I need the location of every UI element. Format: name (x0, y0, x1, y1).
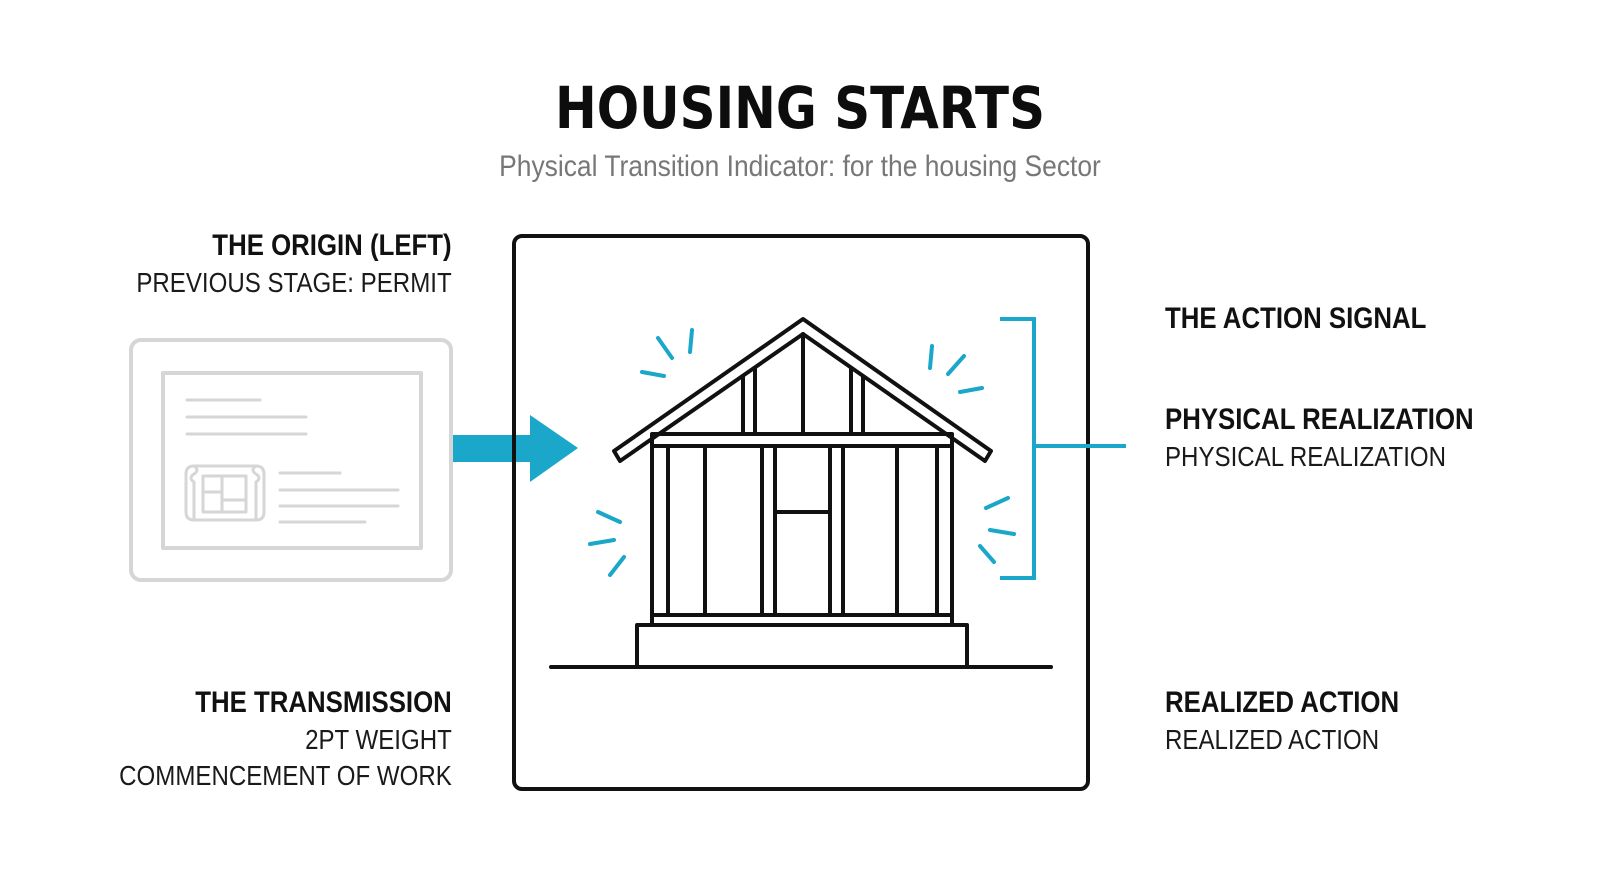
bracket-connector-icon (1000, 317, 1126, 580)
house-frame-icon (549, 317, 1053, 669)
action-signal-label: THE ACTION SIGNAL (1165, 300, 1426, 338)
foundation (635, 623, 969, 669)
top-plate (650, 432, 954, 448)
origin-heading: THE ORIGIN (LEFT) (212, 229, 452, 262)
permit-document-icon (129, 338, 453, 582)
origin-detail: PREVIOUS STAGE: PERMIT (136, 267, 452, 298)
permit-card-frame (129, 338, 453, 582)
action-signal-heading: THE ACTION SIGNAL (1165, 302, 1427, 335)
transmission-heading: THE TRANSMISSION (195, 686, 452, 719)
page-title: HOUSING STARTS (555, 74, 1045, 142)
central-frame (512, 234, 1090, 791)
permit-card-inner-frame (161, 371, 423, 550)
physical-realization-detail: PHYSICAL REALIZATION (1165, 441, 1447, 472)
physical-realization-label: PHYSICAL REALIZATION PHYSICAL REALIZATIO… (1165, 401, 1474, 475)
transmission-detail-commencement: COMMENCEMENT OF WORK (119, 760, 452, 791)
transmission-label: THE TRANSMISSION 2PT WEIGHT COMMENCEMENT… (119, 684, 452, 794)
page-subtitle: Physical Transition Indicator: for the h… (499, 150, 1101, 183)
blueprint-scroll-icon (184, 464, 266, 522)
realized-action-label: REALIZED ACTION REALIZED ACTION (1165, 684, 1399, 758)
physical-realization-heading: PHYSICAL REALIZATION (1165, 403, 1474, 436)
origin-label: THE ORIGIN (LEFT) PREVIOUS STAGE: PERMIT (137, 227, 452, 301)
action-rays (588, 328, 1016, 577)
realized-action-heading: REALIZED ACTION (1165, 686, 1400, 719)
realized-action-detail: REALIZED ACTION (1165, 724, 1380, 755)
transmission-detail-weight: 2PT WEIGHT (305, 724, 452, 755)
